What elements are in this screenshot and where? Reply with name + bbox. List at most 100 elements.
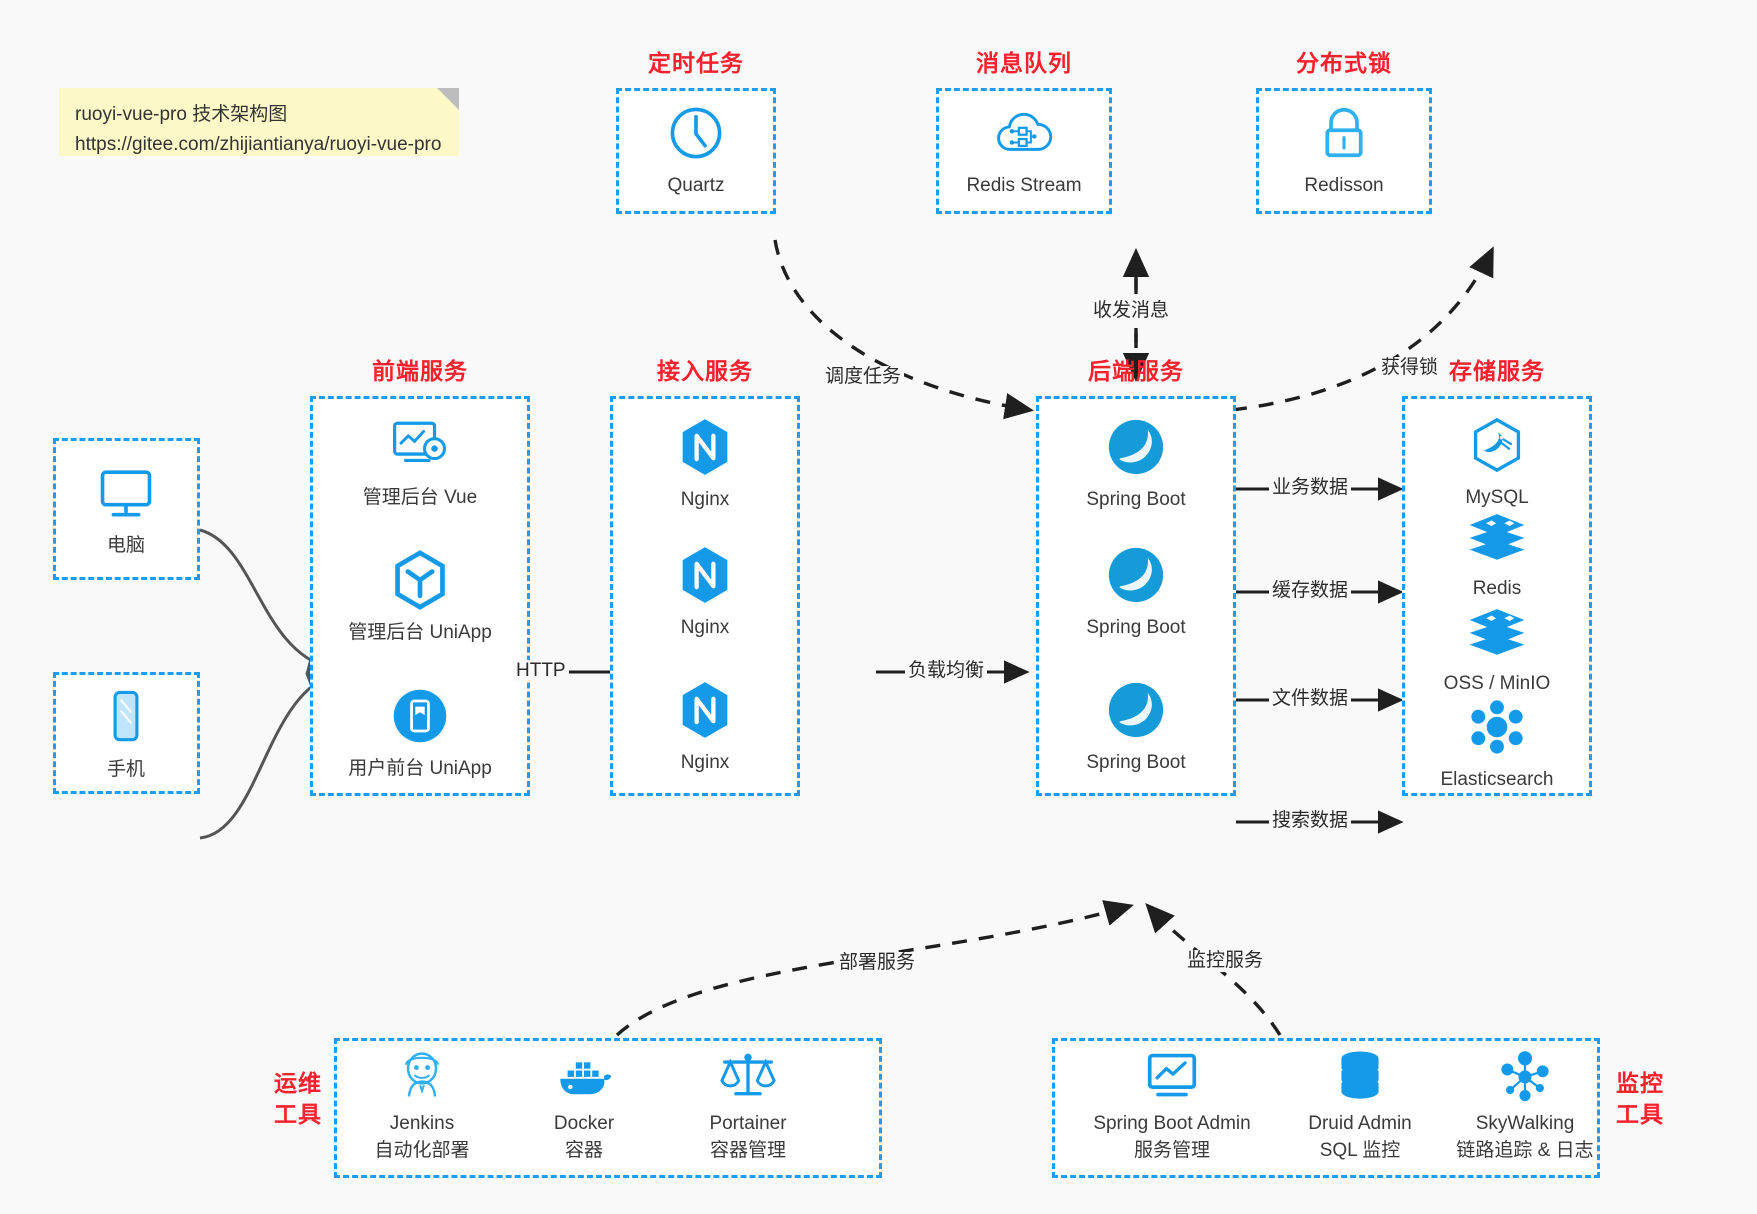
node-label: Portainer <box>709 1113 787 1134</box>
group-box-mq[interactable] <box>936 88 1112 214</box>
edge-label-send-recv-msg: 收发消息 <box>1090 300 1173 322</box>
node-sublabel: 链路追踪 & 日志 <box>1456 1140 1594 1161</box>
elasticsearch-icon <box>1417 694 1577 760</box>
edge-label-deploy-service: 部署服务 <box>836 952 919 974</box>
group-box-lock[interactable] <box>1256 88 1432 214</box>
node-mysql[interactable]: MySQL <box>1417 412 1577 511</box>
clock-icon <box>616 100 776 166</box>
note-line-url: https://gitee.com/zhijiantianya/ruoyi-vu… <box>75 134 442 155</box>
lock-icon <box>1264 100 1424 166</box>
diagram-note: ruoyi-vue-pro 技术架构图 https://gitee.com/zh… <box>59 88 459 156</box>
nginx-icon <box>625 414 785 480</box>
node-redisson[interactable]: Redisson <box>1264 100 1424 199</box>
node-spring-boot-1[interactable]: Spring Boot <box>1056 414 1216 513</box>
edge-label-monitor-service: 监控服务 <box>1184 950 1267 972</box>
node-label: 手机 <box>106 759 145 780</box>
node-skywalking[interactable]: SkyWalking 链路追踪 & 日志 <box>1425 1048 1625 1164</box>
node-label: 管理后台 Vue <box>362 487 478 508</box>
desktop-icon <box>46 460 206 526</box>
node-label: Spring Boot <box>1086 489 1186 510</box>
node-spring-boot-3[interactable]: Spring Boot <box>1056 677 1216 776</box>
group-box-client-pc[interactable] <box>53 438 200 580</box>
group-title-scheduler: 定时任务 <box>648 50 744 76</box>
group-title-monitor-line1: 监控 <box>1616 1070 1664 1096</box>
node-nginx-1[interactable]: Nginx <box>625 414 785 513</box>
node-label: 电脑 <box>106 535 145 556</box>
node-sublabel: 容器管理 <box>709 1140 786 1161</box>
spring-boot-icon <box>1056 414 1216 480</box>
node-label: Nginx <box>680 489 730 510</box>
oss-minio-icon <box>1417 598 1577 664</box>
skywalking-icon <box>1425 1048 1625 1104</box>
node-redis-stream[interactable]: Redis Stream <box>944 100 1104 199</box>
node-spring-boot-2[interactable]: Spring Boot <box>1056 542 1216 641</box>
nginx-icon <box>625 542 785 608</box>
group-title-monitor-line2: 工具 <box>1616 1101 1664 1127</box>
node-quartz[interactable]: Quartz <box>616 100 776 199</box>
node-desktop[interactable]: 电脑 <box>46 460 206 559</box>
node-elasticsearch[interactable]: Elasticsearch <box>1417 694 1577 793</box>
group-title-monitor: 监控 工具 <box>1616 1068 1680 1130</box>
node-label: Redis Stream <box>966 175 1082 196</box>
node-label: Docker <box>553 1113 615 1134</box>
group-box-monitor[interactable] <box>1052 1038 1600 1178</box>
edge-label-acquire-lock: 获得锁 <box>1378 357 1442 379</box>
group-box-devops[interactable] <box>334 1038 882 1178</box>
node-label: Nginx <box>680 617 730 638</box>
druid-db-icon <box>1275 1048 1445 1104</box>
group-title-gateway: 接入服务 <box>657 358 753 384</box>
edge-label-biz-data: 业务数据 <box>1269 477 1352 499</box>
group-title-devops: 运维 工具 <box>258 1068 322 1130</box>
node-sublabel: SQL 监控 <box>1319 1140 1401 1161</box>
node-spring-boot-admin[interactable]: Spring Boot Admin 服务管理 <box>1072 1048 1272 1164</box>
node-jenkins[interactable]: Jenkins 自动化部署 <box>342 1048 502 1164</box>
edge-label-file-data: 文件数据 <box>1269 688 1352 710</box>
node-phone[interactable]: 手机 <box>46 684 206 783</box>
node-label: SkyWalking <box>1475 1113 1575 1134</box>
edge-label-loadbalance: 负载均衡 <box>905 660 988 682</box>
node-admin-vue[interactable]: 管理后台 Vue <box>340 412 500 511</box>
node-user-uniapp[interactable]: 用户前台 UniApp <box>340 683 500 782</box>
node-nginx-3[interactable]: Nginx <box>625 677 785 776</box>
node-redis[interactable]: Redis <box>1417 503 1577 602</box>
node-sublabel: 自动化部署 <box>374 1140 470 1161</box>
node-label: Redis <box>1472 578 1522 599</box>
note-line-title: ruoyi-vue-pro 技术架构图 <box>75 104 288 125</box>
group-title-storage: 存储服务 <box>1449 358 1545 384</box>
group-title-mq: 消息队列 <box>976 50 1072 76</box>
nginx-icon <box>625 677 785 743</box>
node-portainer[interactable]: Portainer 容器管理 <box>668 1048 828 1164</box>
node-label: Elasticsearch <box>1440 769 1554 790</box>
group-box-storage[interactable] <box>1402 396 1592 796</box>
node-oss-minio[interactable]: OSS / MinIO <box>1417 598 1577 697</box>
node-label: Jenkins <box>389 1113 455 1134</box>
node-sublabel: 服务管理 <box>1133 1140 1210 1161</box>
uniapp-cube-icon <box>340 547 500 613</box>
edge-label-schedule-task: 调度任务 <box>822 366 905 388</box>
node-admin-uniapp[interactable]: 管理后台 UniApp <box>340 547 500 646</box>
node-label: MySQL <box>1465 487 1529 508</box>
edge-label-http: HTTP <box>513 660 569 682</box>
cloud-stream-icon <box>944 100 1104 166</box>
node-label: Redisson <box>1304 175 1384 196</box>
boot-admin-icon <box>1072 1048 1272 1104</box>
group-title-devops-line1: 运维 <box>274 1070 322 1096</box>
docker-icon <box>504 1048 664 1104</box>
node-label: 管理后台 UniApp <box>348 622 492 643</box>
node-label: Nginx <box>680 752 730 773</box>
mobile-app-icon <box>340 683 500 749</box>
group-title-backend: 后端服务 <box>1088 358 1184 384</box>
node-label: Spring Boot Admin <box>1093 1113 1251 1134</box>
dashboard-vue-icon <box>340 412 500 478</box>
node-label: Druid Admin <box>1308 1113 1412 1134</box>
note-fold-corner <box>437 88 459 110</box>
edge-label-search-data: 搜索数据 <box>1269 810 1352 832</box>
node-docker[interactable]: Docker 容器 <box>504 1048 664 1164</box>
node-druid-admin[interactable]: Druid Admin SQL 监控 <box>1275 1048 1445 1164</box>
node-label: Spring Boot <box>1086 752 1186 773</box>
node-label: 用户前台 UniApp <box>348 758 492 779</box>
node-label: OSS / MinIO <box>1443 673 1551 694</box>
spring-boot-icon <box>1056 677 1216 743</box>
node-nginx-2[interactable]: Nginx <box>625 542 785 641</box>
node-label: Spring Boot <box>1086 617 1186 638</box>
